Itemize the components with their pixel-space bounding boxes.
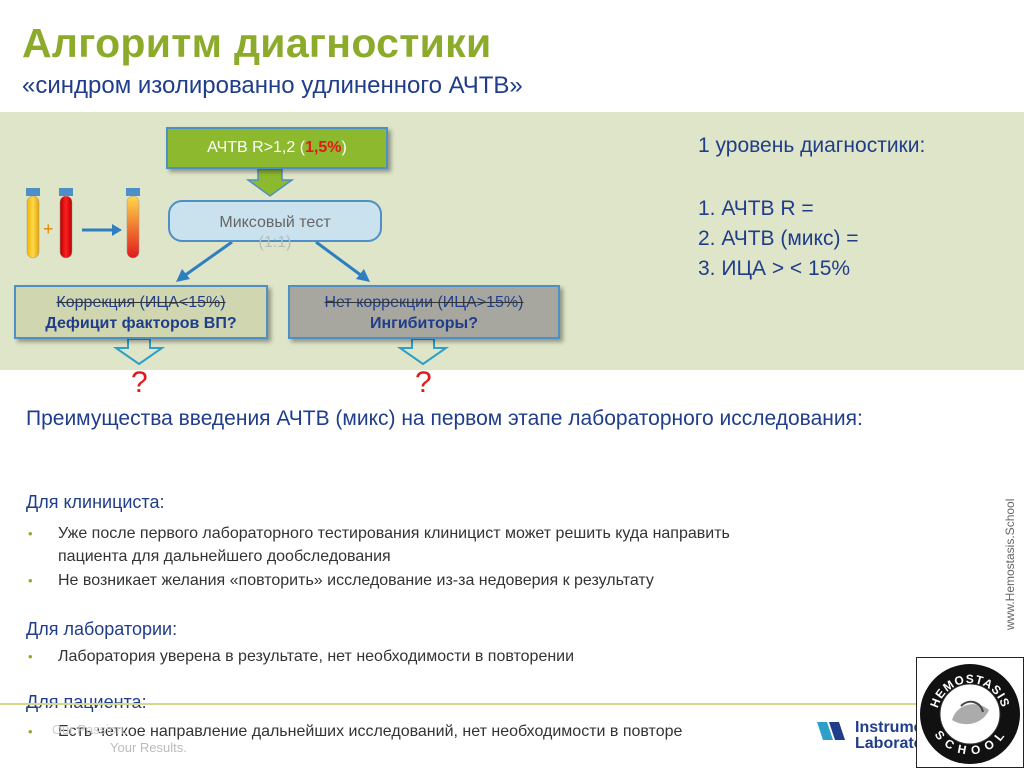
clinician-title: Для клинициста: bbox=[26, 492, 165, 512]
bullet-icon: • bbox=[28, 724, 33, 739]
correction-box: Коррекция (ИЦА<15%) Дефицит факторов ВП? bbox=[14, 285, 268, 339]
plasma-tube-yellow-icon bbox=[26, 188, 40, 259]
footer-divider bbox=[0, 703, 1024, 705]
website-link[interactable]: www.Hemostasis.School bbox=[1003, 498, 1017, 630]
page-title: Алгоритм диагностики bbox=[22, 20, 492, 66]
apttv-ratio-box: АЧТВ R>1,2 (1,5%) bbox=[166, 127, 388, 169]
question-mark-left: ? bbox=[131, 366, 148, 399]
level-list: 1. АЧТВ R = 2. АЧТВ (микс) = 3. ИЦА > < … bbox=[698, 194, 859, 284]
page-subtitle: «синдром изолированно удлиненного АЧТВ» bbox=[22, 72, 523, 99]
mixed-tube-icon bbox=[126, 188, 140, 259]
bullet-icon: • bbox=[28, 526, 33, 541]
arrow-right-branch-icon bbox=[315, 240, 370, 282]
plasma-tube-red-icon bbox=[59, 188, 73, 259]
level-item: 2. АЧТВ (микс) = bbox=[698, 227, 859, 250]
arrow-down-icon bbox=[245, 168, 295, 197]
level-title: 1 уровень диагностики: bbox=[698, 134, 926, 157]
footer-tagline-2: Your Results. bbox=[110, 740, 187, 755]
plus-sign: + bbox=[43, 219, 54, 239]
laboratory-title: Для лаборатории: bbox=[26, 619, 178, 639]
arrow-down-left-icon bbox=[112, 338, 166, 366]
brand-name: Instrume Laborato bbox=[855, 719, 924, 752]
hemostasis-school-logo: HEMOSTASIS SCHOOL bbox=[916, 657, 1024, 768]
bullet-icon: • bbox=[28, 573, 33, 588]
footer-tagline: Our Passion. bbox=[52, 722, 128, 737]
mixing-test-box: Миксовый тест (1:1) bbox=[168, 200, 382, 251]
arrow-down-right-icon bbox=[396, 338, 450, 366]
level-item: 1. АЧТВ R = bbox=[698, 197, 814, 220]
question-mark-right: ? bbox=[415, 366, 432, 399]
brand-logo-icon bbox=[817, 722, 845, 740]
level-item: 3. ИЦА > < 15% bbox=[698, 257, 851, 280]
bullet-icon: • bbox=[28, 649, 33, 664]
diagram-graphics bbox=[26, 168, 450, 366]
patient-title: Для пациента: bbox=[26, 692, 147, 712]
no-correction-box: Нет коррекции (ИЦА>15%) Ингибиторы? bbox=[288, 285, 560, 339]
arrow-right-icon bbox=[82, 224, 122, 236]
arrow-left-branch-icon bbox=[176, 240, 233, 282]
advantages-heading: Преимущества введения АЧТВ (микс) на пер… bbox=[26, 407, 863, 430]
